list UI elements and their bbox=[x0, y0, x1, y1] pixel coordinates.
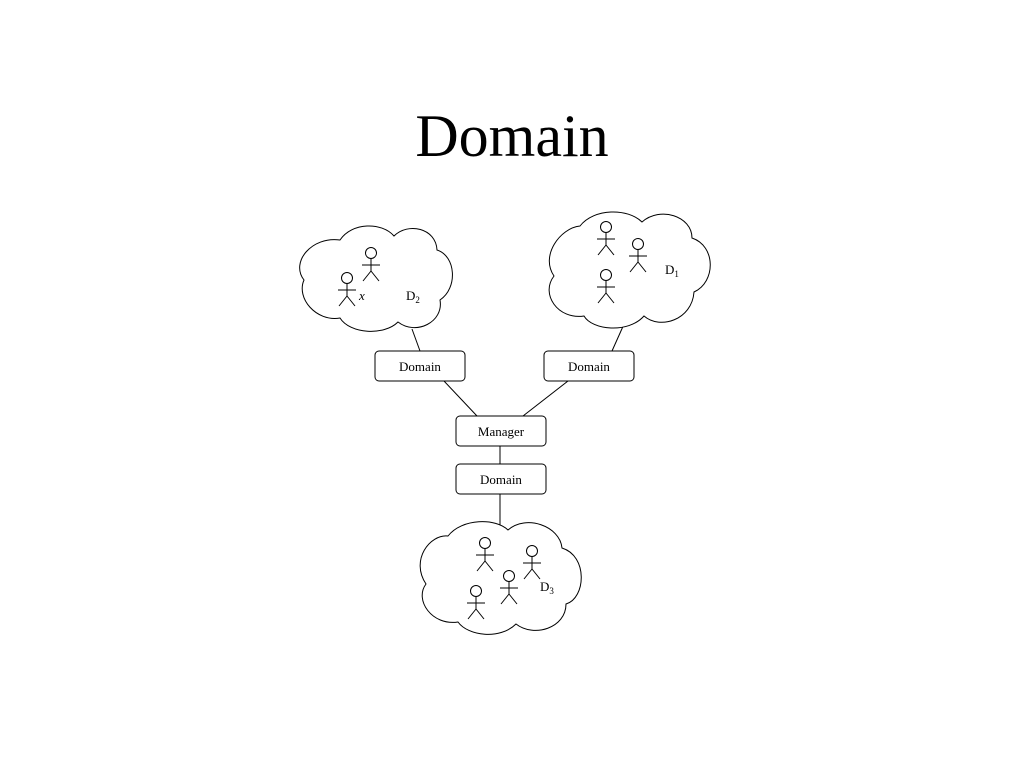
domain-box-right: Domain bbox=[543, 350, 635, 382]
domain-box-left: Domain bbox=[374, 350, 466, 382]
domain-box-left-label: Domain bbox=[399, 359, 441, 374]
slide-title: Domain bbox=[415, 103, 609, 169]
cloud-d3-label: D3 bbox=[540, 579, 554, 596]
cloud-d1: D1 bbox=[548, 211, 711, 329]
domain-box-bottom-label: Domain bbox=[480, 472, 522, 487]
edge-domain-left-to-manager bbox=[443, 380, 478, 417]
domain-box-bottom: Domain bbox=[455, 463, 547, 495]
cloud-d3: D3 bbox=[419, 521, 582, 635]
cloud-d2-label: D2 bbox=[406, 288, 420, 305]
variable-x: x bbox=[358, 288, 365, 303]
cloud-d3-outline bbox=[419, 521, 582, 635]
cloud-d1-outline bbox=[548, 211, 711, 329]
cloud-d2: x D2 bbox=[299, 225, 453, 332]
domain-box-right-label: Domain bbox=[568, 359, 610, 374]
manager-box-label: Manager bbox=[478, 424, 525, 439]
cloud-d2-outline bbox=[299, 225, 453, 332]
edge-domain-right-to-manager bbox=[522, 380, 569, 417]
edge-cloud-d2-to-domain-left bbox=[411, 328, 421, 352]
manager-box: Manager bbox=[455, 415, 547, 447]
cloud-d1-label: D1 bbox=[665, 262, 679, 279]
